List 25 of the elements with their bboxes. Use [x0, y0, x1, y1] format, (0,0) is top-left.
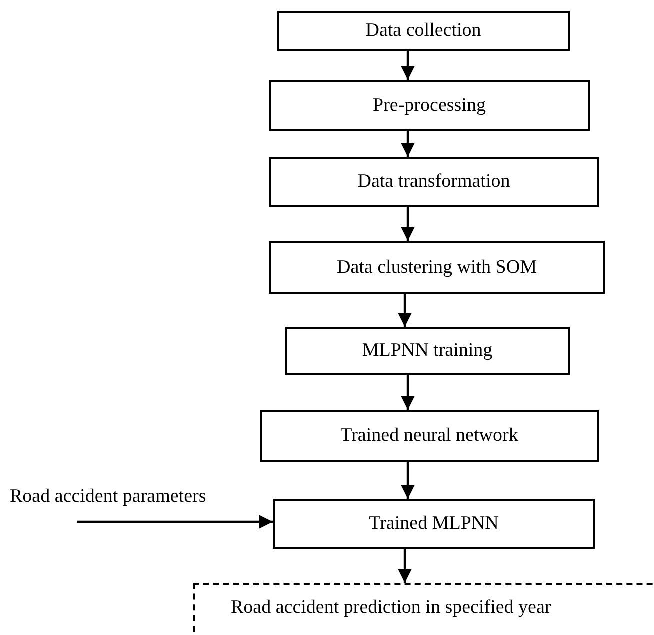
- edge-label: Road accident parameters: [10, 486, 206, 508]
- process-box: [273, 499, 595, 549]
- process-box: [269, 157, 599, 207]
- arrow: [77, 515, 273, 529]
- step-label: MLPNN training: [362, 340, 493, 362]
- step-label: Data collection: [366, 20, 482, 42]
- process-box: [269, 80, 590, 131]
- process-box: [260, 410, 599, 462]
- step-label: Data clustering with SOM: [336, 256, 537, 278]
- step-label: Trained MLPNN: [369, 513, 499, 535]
- step-label: Pre-processing: [373, 94, 486, 116]
- process-box: [285, 327, 570, 375]
- arrow: [401, 51, 415, 80]
- arrow: [401, 462, 415, 499]
- step-label: Data transformation: [358, 171, 510, 193]
- arrow: [401, 207, 415, 241]
- arrow: [401, 375, 415, 410]
- arrow: [401, 131, 415, 157]
- step-label: Trained neural network: [340, 425, 518, 447]
- arrow: [398, 294, 412, 327]
- arrow: [398, 549, 412, 583]
- process-box: [277, 11, 570, 51]
- step-label: Road accident prediction in specified year: [231, 597, 552, 619]
- process-box: [193, 583, 654, 635]
- process-box: [269, 241, 605, 294]
